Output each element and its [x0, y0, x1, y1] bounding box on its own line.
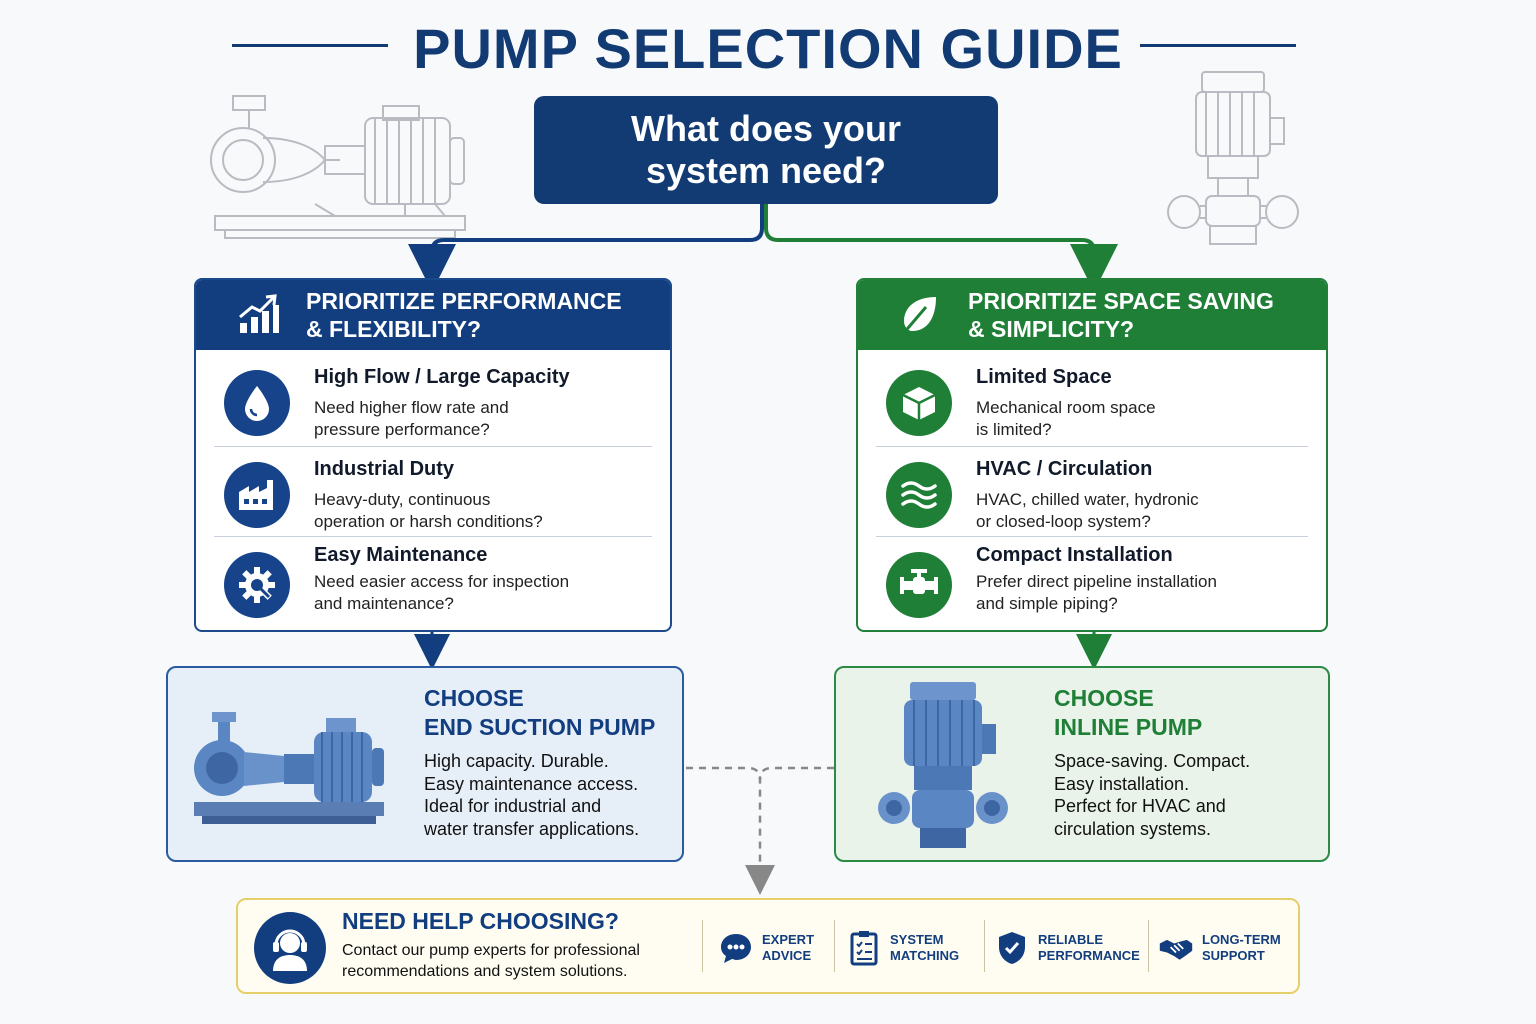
leaf-icon — [900, 297, 936, 336]
growth-chart-icon — [239, 294, 279, 333]
gear-wrench-icon — [224, 552, 290, 618]
item-title: HVAC / Circulation — [976, 458, 1153, 480]
title-rule-left — [232, 44, 388, 47]
end-suction-pump-sketch — [210, 95, 466, 239]
divider — [984, 920, 985, 972]
divider — [876, 536, 1308, 537]
help-title: NEED HELP CHOOSING? — [342, 908, 619, 934]
water-drop-icon — [224, 370, 290, 436]
list-item: Limited Space Mechanical room space is l… — [876, 356, 1308, 446]
item-desc: Need easier access for inspection and ma… — [314, 572, 570, 613]
space-saving-card-heading: PRIORITIZE SPACE SAVING & SIMPLICITY? — [968, 288, 1274, 342]
feature-label: SYSTEM MATCHING — [890, 932, 960, 963]
end-suction-pump-image — [194, 712, 384, 824]
item-desc: Need higher flow rate and pressure perfo… — [314, 398, 509, 439]
central-question: What does your system need? — [534, 96, 998, 204]
space-saving-card-header: PRIORITIZE SPACE SAVING & SIMPLICITY? — [858, 280, 1326, 350]
item-title: Industrial Duty — [314, 458, 455, 480]
feature-label: LONG-TERM SUPPORT — [1202, 932, 1281, 963]
title-rule-right — [1140, 44, 1296, 47]
shield-check-icon — [994, 930, 1030, 966]
feature-reliable-performance: RELIABLE PERFORMANCE — [994, 926, 1140, 970]
pipe-valve-icon — [886, 552, 952, 618]
help-desc: Contact our pump experts for professiona… — [342, 942, 640, 980]
list-item: Easy Maintenance Need easier access for … — [214, 538, 652, 628]
list-item: Compact Installation Prefer direct pipel… — [876, 538, 1308, 628]
list-item: High Flow / Large Capacity Need higher f… — [214, 356, 652, 446]
item-desc: Heavy-duty, continuous operation or hars… — [314, 490, 543, 531]
item-title: High Flow / Large Capacity — [314, 366, 570, 388]
inline-pump-sketch — [1167, 71, 1299, 245]
item-desc: Prefer direct pipeline installation and … — [976, 572, 1217, 613]
inline-recommendation: CHOOSE INLINE PUMP Space-saving. Compact… — [834, 666, 1330, 862]
feature-system-matching: SYSTEM MATCHING — [846, 926, 959, 970]
divider — [214, 446, 652, 447]
factory-icon — [224, 462, 290, 528]
divider — [702, 920, 703, 972]
handshake-icon — [1158, 930, 1194, 966]
divider — [834, 920, 835, 972]
chat-bubble-icon — [718, 930, 754, 966]
list-item: Industrial Duty Heavy-duty, continuous o… — [214, 448, 652, 538]
item-title: Compact Installation — [976, 544, 1173, 566]
performance-card-header: PRIORITIZE PERFORMANCE & FLEXIBILITY? — [196, 280, 670, 350]
inline-title: CHOOSE INLINE PUMP — [1054, 685, 1203, 740]
feature-label: EXPERT ADVICE — [762, 932, 815, 963]
item-desc: HVAC, chilled water, hydronic or closed-… — [976, 490, 1199, 531]
feature-long-term-support: LONG-TERM SUPPORT — [1158, 926, 1281, 970]
help-banner: NEED HELP CHOOSING? Contact our pump exp… — [236, 898, 1300, 994]
waves-icon — [886, 462, 952, 528]
end-suction-title: CHOOSE END SUCTION PUMP — [424, 685, 656, 740]
end-suction-desc: High capacity. Durable. Easy maintenance… — [424, 751, 640, 839]
inline-desc: Space-saving. Compact. Easy installation… — [1054, 751, 1251, 839]
item-desc: Mechanical room space is limited? — [976, 398, 1156, 439]
feature-label: RELIABLE PERFORMANCE — [1038, 932, 1140, 963]
list-item: HVAC / Circulation HVAC, chilled water, … — [876, 448, 1308, 538]
space-saving-card: PRIORITIZE SPACE SAVING & SIMPLICITY? Li… — [856, 278, 1328, 632]
divider — [876, 446, 1308, 447]
feature-expert-advice: EXPERT ADVICE — [718, 926, 814, 970]
performance-card: PRIORITIZE PERFORMANCE & FLEXIBILITY? Hi… — [194, 278, 672, 632]
divider — [1148, 920, 1149, 972]
item-title: Easy Maintenance — [314, 544, 488, 566]
performance-card-heading: PRIORITIZE PERFORMANCE & FLEXIBILITY? — [306, 288, 622, 342]
box-icon — [886, 370, 952, 436]
divider — [214, 536, 652, 537]
headset-support-icon — [254, 912, 326, 984]
page-title: PUMP SELECTION GUIDE — [413, 17, 1123, 80]
checklist-icon — [846, 930, 882, 966]
item-title: Limited Space — [976, 366, 1112, 388]
end-suction-recommendation: CHOOSE END SUCTION PUMP High capacity. D… — [166, 666, 684, 862]
inline-pump-image — [878, 682, 1008, 848]
